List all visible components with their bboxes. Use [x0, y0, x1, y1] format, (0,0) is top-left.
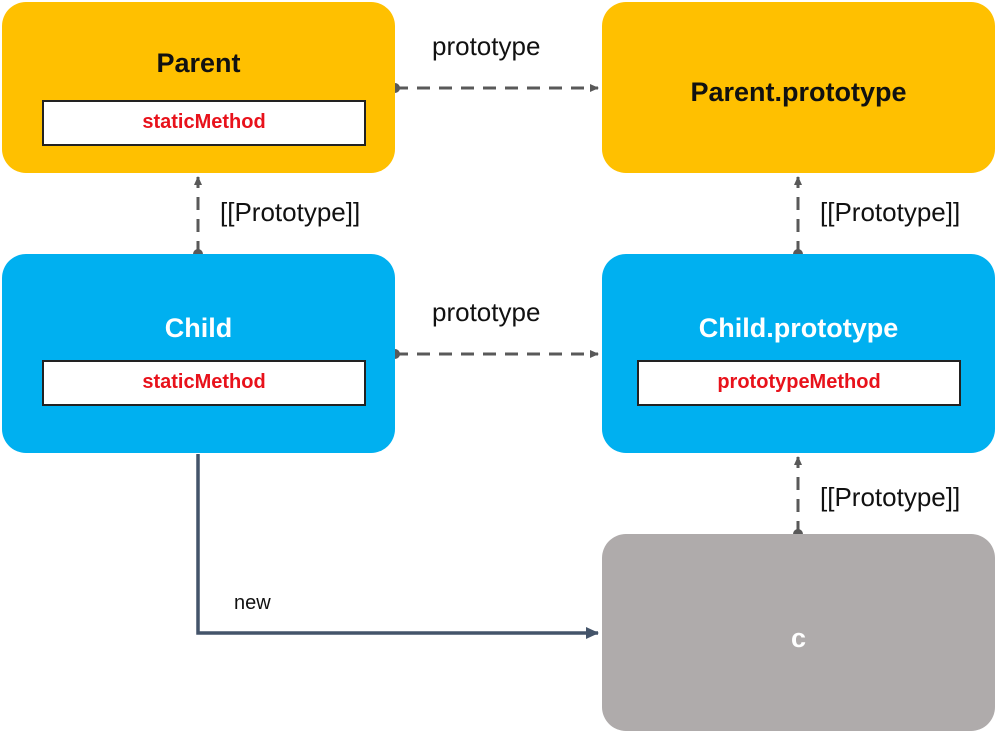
child-title: Child	[164, 313, 233, 343]
edge-label-instance-childproto: [[Prototype]]	[820, 482, 961, 512]
parent-title: Parent	[156, 48, 241, 78]
instance-node: c	[602, 534, 995, 731]
child-node: Child staticMethod	[2, 254, 395, 453]
edge-label-child-parent: [[Prototype]]	[220, 197, 361, 227]
child-prototype-node: Child.prototype prototypeMethod	[602, 254, 995, 453]
child-prototype-method: prototypeMethod	[637, 360, 961, 406]
parent-static-method: staticMethod	[42, 100, 366, 146]
edge-child-new-instance	[196, 454, 599, 639]
parent-node: Parent staticMethod	[2, 2, 395, 173]
edge-label-childproto-parentproto: [[Prototype]]	[820, 197, 961, 227]
child-prototype-title: Child.prototype	[698, 313, 899, 343]
edge-label-child-prototype: prototype	[432, 297, 541, 327]
edge-label-parent-prototype: prototype	[432, 31, 541, 61]
parent-prototype-title: Parent.prototype	[690, 77, 907, 107]
instance-title: c	[790, 623, 807, 653]
child-static-method: staticMethod	[42, 360, 366, 406]
parent-prototype-node: Parent.prototype	[602, 2, 995, 173]
edge-label-new: new	[234, 592, 271, 614]
